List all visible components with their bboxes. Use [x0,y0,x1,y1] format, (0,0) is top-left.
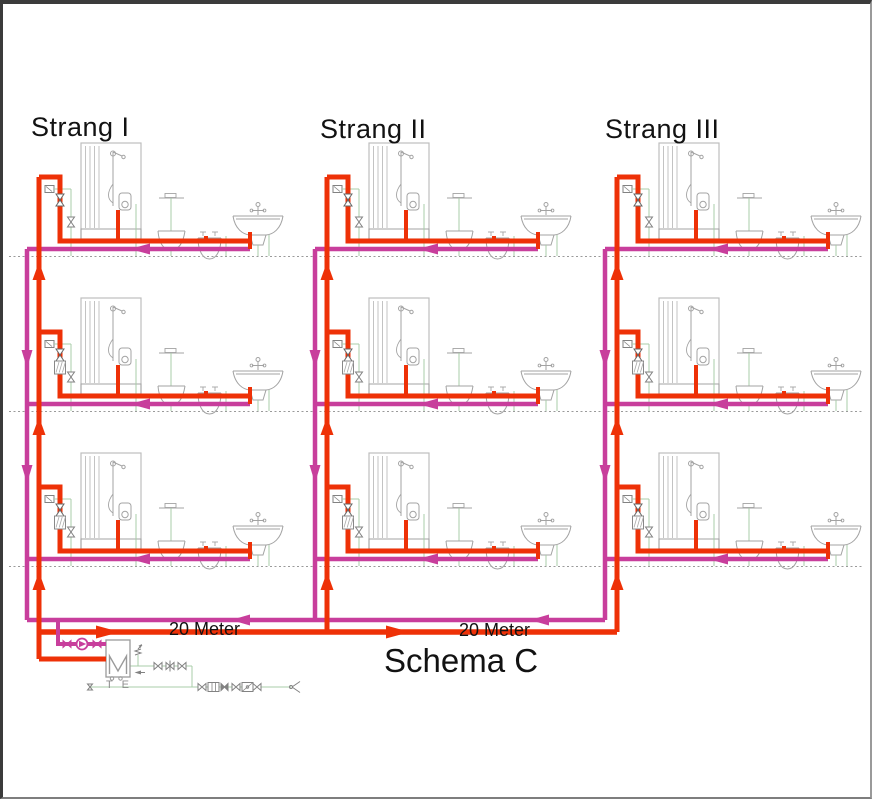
schema-title: Schema C [384,642,539,679]
strang-2-floor-2-bath [332,297,572,415]
water-heater [105,639,131,681]
strang-2-label: Strang II [320,114,427,144]
strang-3-bathrooms [622,142,862,570]
strang-3-label: Strang III [605,114,720,144]
inline-valves [54,193,644,530]
distance-label-1: 20 Meter [169,619,241,639]
circulation-pump-branch [56,620,106,651]
circulation-pipes [21,243,828,626]
floor-lines [9,256,864,567]
strang-1-floor-2-bath [44,297,284,415]
strang-2-bathrooms [332,142,572,570]
strang-1-label: Strang I [31,112,130,142]
strang-1-floor-1-bath [44,142,284,260]
bathroom-units [44,142,862,570]
heater-connection-label: T E [106,679,132,691]
circulation-pump [75,637,89,651]
plumbing-schematic-canvas [9,142,864,693]
heater-station [86,639,301,693]
strang-2-floor-3-bath [332,452,572,570]
distance-label-2: 20 Meter [459,620,531,640]
strang-1-bathrooms [44,142,284,570]
